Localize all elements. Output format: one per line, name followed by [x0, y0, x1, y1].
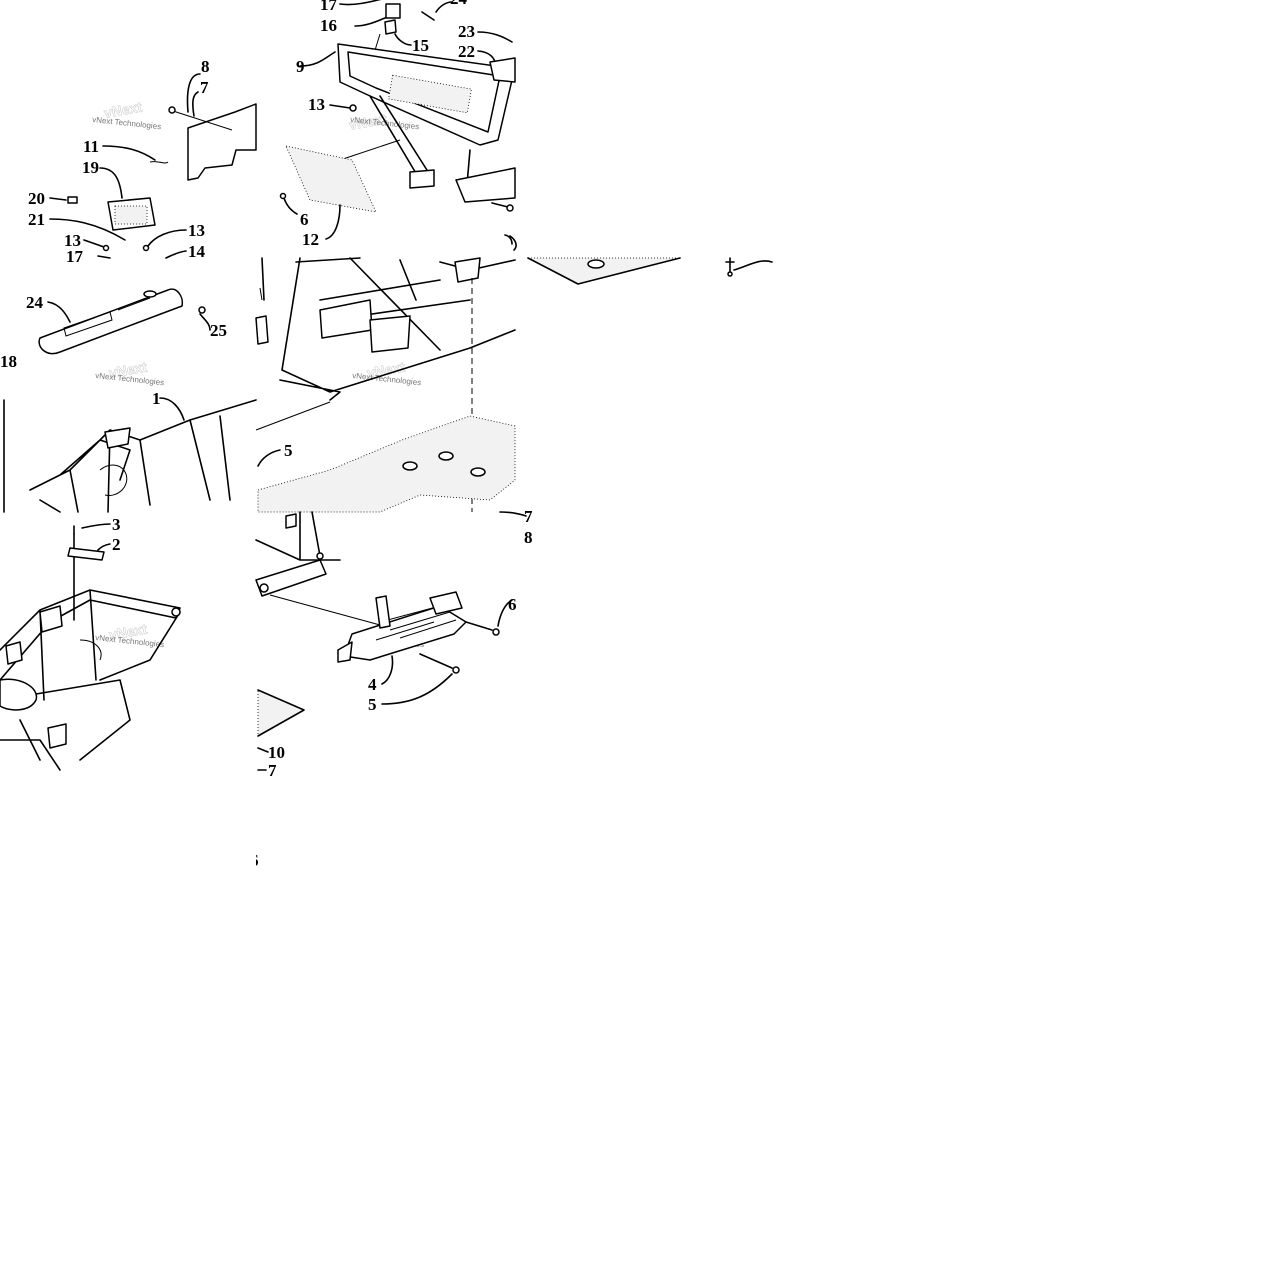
callout-8: 8	[524, 528, 533, 547]
callout-13: 13	[188, 221, 205, 240]
svg-text:vNext: vNext	[108, 359, 149, 381]
callout-17: 17	[66, 247, 84, 266]
callout-7: 7	[200, 78, 209, 97]
callout-4: 4	[368, 675, 377, 694]
callout-7: 7	[268, 761, 277, 780]
callout-1: 1	[152, 389, 161, 408]
callout-24: 24	[450, 0, 468, 8]
callout-3: 3	[112, 515, 121, 534]
callout-5: 5	[368, 695, 377, 714]
callout-22: 22	[458, 42, 475, 61]
tile-front-rack: vNext vNext Technologies	[279, 0, 516, 249]
tile-skid-plate-fragment	[509, 235, 773, 285]
svg-text:vNext: vNext	[348, 111, 389, 133]
callout-12: 12	[302, 230, 319, 249]
bracket-plate	[187, 103, 257, 181]
callout-14: 14	[188, 242, 206, 261]
callout-13: 13	[64, 231, 81, 250]
callout-10: 10	[268, 743, 285, 762]
callout-15: 15	[412, 36, 429, 55]
callout-16: 16	[320, 16, 337, 35]
svg-text:vNext: vNext	[108, 621, 149, 643]
footrest	[343, 605, 467, 661]
callout-2: 2	[112, 535, 121, 554]
callout-7: 7	[524, 507, 533, 526]
callout-25: 25	[210, 321, 227, 340]
skid-plate	[257, 415, 516, 513]
main-frame-rear	[0, 589, 181, 771]
bracket-plate-rear	[67, 547, 105, 561]
main-frame-front	[29, 399, 257, 513]
tile-frame-front: vNext vNext Technologies 24 25 18 1	[0, 288, 257, 513]
callout-21: 21	[28, 210, 45, 229]
callout-11: 11	[83, 137, 99, 156]
callout-6: 6	[508, 595, 517, 614]
tile-headlight-assembly: vNext vNext Technologies 8 7 11 19 20 21	[28, 57, 257, 266]
callout-9: 9	[296, 57, 305, 76]
callout-18: 18	[0, 352, 17, 371]
callout-20: 20	[28, 189, 45, 208]
callout-5: 5	[284, 441, 293, 460]
tile-frame-rear: vNext vNext Technologies 3 2	[0, 515, 181, 771]
svg-text:vNext: vNext	[366, 359, 407, 381]
tile-frame-middle: vNext vNext Technologies 5 7 8	[255, 257, 533, 547]
callout-17: 17	[320, 0, 338, 14]
callout-6: 6	[300, 210, 309, 229]
svg-text:vNext: vNext	[103, 99, 144, 121]
heat-shield	[38, 288, 184, 355]
tile-footrest: vNext vNext Technologies 6 4 5 10 7 6	[250, 511, 517, 870]
callout-19: 19	[82, 158, 99, 177]
license-plate	[285, 145, 377, 213]
callout-13: 13	[308, 95, 325, 114]
watermark: vNext Technologies	[92, 115, 162, 131]
callout-24: 24	[26, 293, 44, 312]
callout-8: 8	[201, 57, 210, 76]
callout-23: 23	[458, 22, 475, 41]
